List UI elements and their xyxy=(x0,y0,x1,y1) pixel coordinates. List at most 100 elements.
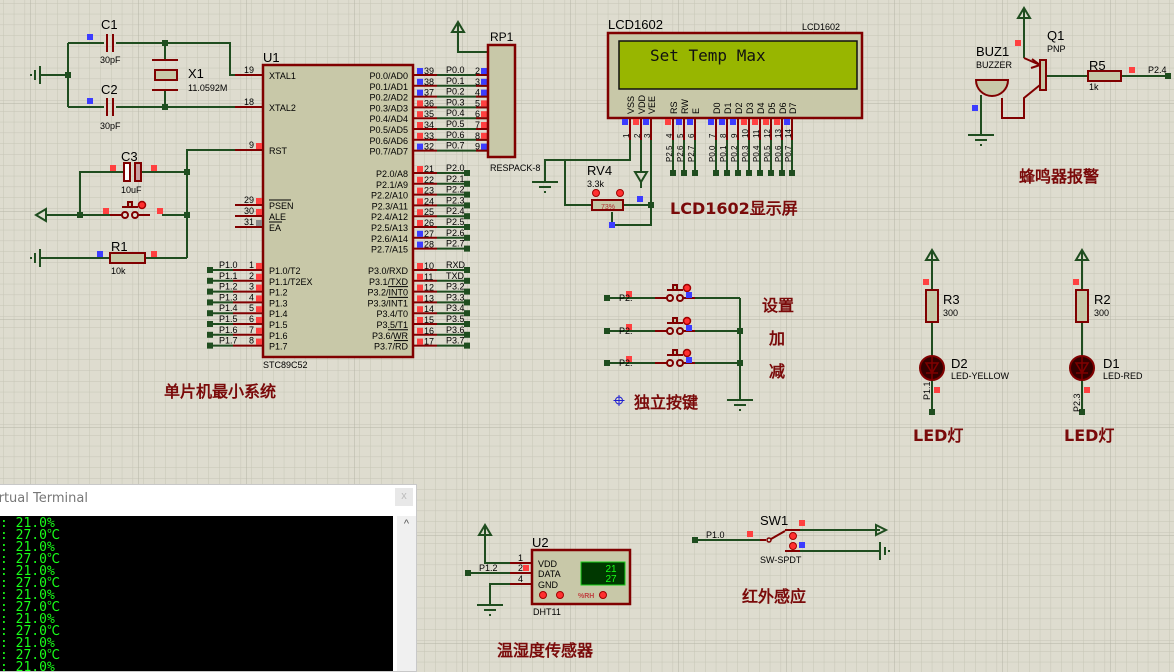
wire-end-terminal[interactable] xyxy=(768,170,774,176)
net-label: P1.6 xyxy=(219,325,238,335)
rp1-pin-number: 3 xyxy=(475,77,480,87)
wire-end-terminal[interactable] xyxy=(464,191,470,198)
u1-pin-number: 17 xyxy=(424,337,434,347)
wire-end-terminal[interactable] xyxy=(464,234,470,241)
wire-end-terminal[interactable] xyxy=(464,299,470,306)
wire-end-terminal[interactable] xyxy=(604,328,610,334)
key-button-1[interactable] xyxy=(667,284,683,291)
rv4-increase-button[interactable] xyxy=(616,189,624,197)
u1-pin-name: P3.3/INT1 xyxy=(367,298,408,308)
net-label: P2.5 xyxy=(446,217,465,227)
rp1-body[interactable] xyxy=(486,43,517,159)
buzzer-icon[interactable] xyxy=(974,79,1010,97)
wire-end-terminal[interactable] xyxy=(207,310,213,317)
u1-pin-number: 23 xyxy=(424,186,434,196)
wire-end-terminal[interactable] xyxy=(207,342,213,349)
lcd-pin-number: 6 xyxy=(687,133,696,138)
wire-end-terminal[interactable] xyxy=(757,170,763,176)
net-label: P2.2 xyxy=(446,185,465,195)
u1-pin-name: P2.6/A14 xyxy=(371,234,408,244)
wire-end-terminal[interactable] xyxy=(464,267,470,273)
wire-end-terminal[interactable] xyxy=(464,310,470,317)
wire-end-terminal[interactable] xyxy=(464,170,470,176)
wire-end-terminal[interactable] xyxy=(692,537,698,543)
wire-end-terminal[interactable] xyxy=(207,288,213,295)
button-actuator-icon[interactable] xyxy=(682,316,692,326)
wire-end-terminal[interactable] xyxy=(1165,73,1171,79)
wire-end-terminal[interactable] xyxy=(713,170,719,176)
section-lcd: LCD1602显示屏 xyxy=(670,199,798,218)
r5-value: 1k xyxy=(1089,82,1099,92)
wire-end-terminal[interactable] xyxy=(604,360,610,366)
scroll-up-icon[interactable]: ^ xyxy=(403,518,410,530)
u1-pin-name: P3.2/INT0 xyxy=(367,288,408,298)
wire-end-terminal[interactable] xyxy=(779,170,785,176)
wire-end-terminal[interactable] xyxy=(464,213,470,220)
net-label: P0.4 xyxy=(752,145,761,162)
u1-ref: U1 xyxy=(263,50,280,65)
u1-pin-name: XTAL2 xyxy=(269,103,296,113)
wire-end-terminal[interactable] xyxy=(464,321,470,327)
wire-end-terminal[interactable] xyxy=(207,321,213,327)
switch-up-button[interactable] xyxy=(789,532,797,540)
wire-end-terminal[interactable] xyxy=(464,224,470,230)
sw1-net: P1.0 xyxy=(706,530,725,540)
key-button-3[interactable] xyxy=(667,349,683,356)
wire-end-terminal[interactable] xyxy=(789,170,795,176)
terminal-output[interactable]: 度: 21.0%度: 27.0℃度: 21.0%度: 27.0℃度: 21.0%… xyxy=(0,516,393,671)
reset-button[interactable] xyxy=(122,201,138,208)
wire-end-terminal[interactable] xyxy=(465,570,471,576)
wire-end-terminal[interactable] xyxy=(604,295,610,301)
q1-ref: Q1 xyxy=(1047,28,1064,43)
wire-end-terminal[interactable] xyxy=(464,288,470,295)
wire-end-terminal[interactable] xyxy=(735,170,741,176)
u1-pin-number: 10 xyxy=(424,261,434,271)
wire-end-terminal[interactable] xyxy=(670,170,676,176)
u1-pin-name: XTAL1 xyxy=(269,71,296,81)
u2-pin-name: VDD xyxy=(538,559,558,569)
button-actuator-icon[interactable] xyxy=(682,283,692,293)
lcd-pin-name: D5 xyxy=(767,102,777,114)
wire-end-terminal[interactable] xyxy=(746,170,752,176)
wire-end-terminal[interactable] xyxy=(207,331,213,338)
virtual-terminal-window[interactable]: irtual Terminal x 度: 21.0%度: 27.0℃度: 21.… xyxy=(0,484,417,672)
crystal-x1[interactable] xyxy=(154,69,178,81)
terminal-close-button[interactable]: x xyxy=(395,488,413,506)
wire-end-terminal[interactable] xyxy=(207,299,213,306)
net-label: P0.0 xyxy=(708,145,717,162)
q1-transistor[interactable] xyxy=(1039,59,1047,91)
wire-end-terminal[interactable] xyxy=(1079,409,1085,415)
u1-pin-name: P3.7/RD xyxy=(374,342,409,352)
wire-end-terminal[interactable] xyxy=(692,170,698,176)
wire-end-terminal[interactable] xyxy=(464,277,470,284)
dht-toggle-button[interactable] xyxy=(599,591,607,599)
u1-body[interactable] xyxy=(261,63,415,359)
dht-increase-button[interactable] xyxy=(556,591,564,599)
button-actuator-icon[interactable] xyxy=(137,200,147,210)
wire-end-terminal[interactable] xyxy=(681,170,687,176)
u1-pin-name: P0.5/AD5 xyxy=(369,125,408,135)
power-terminal-icon xyxy=(477,523,493,539)
rv4-decrease-button[interactable] xyxy=(592,189,600,197)
lcd-pin-number: 9 xyxy=(730,133,739,138)
pin-state-indicator xyxy=(1129,67,1135,73)
wire-end-terminal[interactable] xyxy=(207,267,213,273)
wire-end-terminal[interactable] xyxy=(929,409,935,415)
dht-decrease-button[interactable] xyxy=(539,591,547,599)
wire-end-terminal[interactable] xyxy=(464,245,470,252)
wire-end-terminal[interactable] xyxy=(724,170,730,176)
capacitor-c3-plate-polar xyxy=(134,162,142,182)
wire-end-terminal[interactable] xyxy=(207,277,213,284)
button-actuator-icon[interactable] xyxy=(682,348,692,358)
wire-end-terminal[interactable] xyxy=(464,202,470,209)
components[interactable]: XTAL119XTAL218RST9PSEN29ALE30EA31P1.0/T2… xyxy=(30,6,1171,616)
wire-end-terminal[interactable] xyxy=(464,180,470,187)
u1-pin-number: 12 xyxy=(424,283,434,293)
wire-end-terminal[interactable] xyxy=(464,342,470,349)
switch-down-button[interactable] xyxy=(789,542,797,550)
terminal-scrollbar[interactable]: ^ xyxy=(397,516,416,671)
u1-pin-number: 30 xyxy=(244,206,254,216)
wire-end-terminal[interactable] xyxy=(464,331,470,338)
key-button-2[interactable] xyxy=(667,317,683,324)
